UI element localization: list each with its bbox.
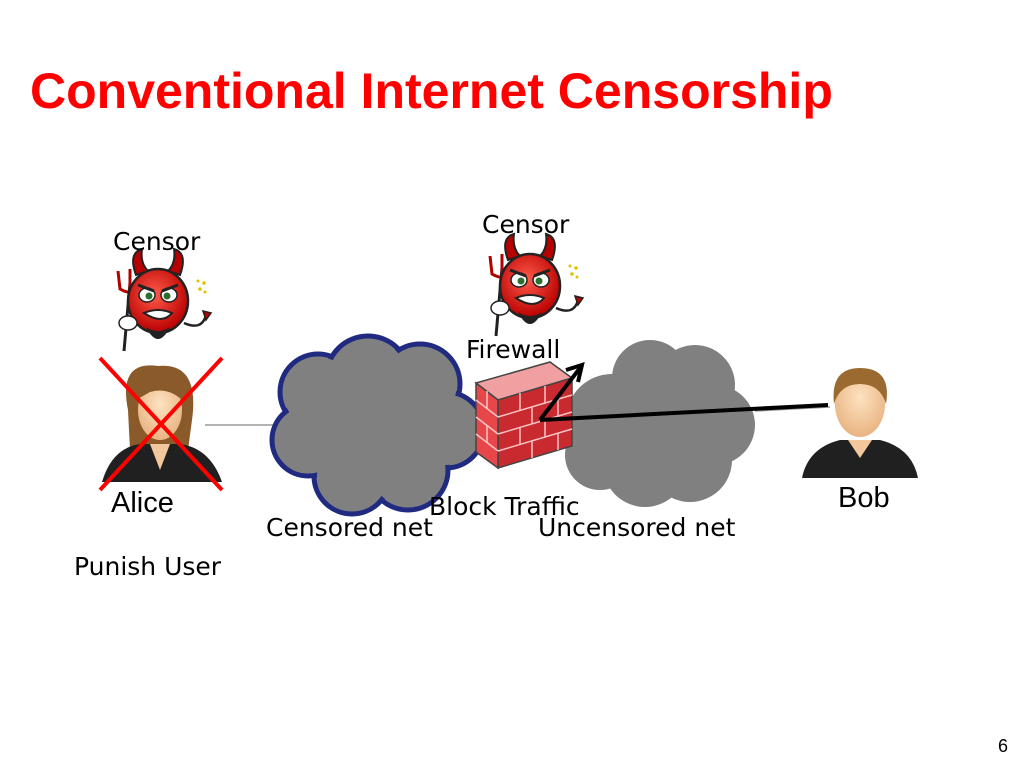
bob-label: Bob bbox=[838, 482, 890, 514]
page-number: 6 bbox=[998, 736, 1009, 756]
uncensored-net-label: Uncensored net bbox=[538, 513, 736, 542]
uncensored-net-cloud-icon bbox=[565, 340, 755, 507]
block-traffic-label: Block Traffic bbox=[429, 492, 580, 521]
censor-left-label: Censor bbox=[113, 227, 201, 256]
alice-label: Alice bbox=[111, 487, 174, 519]
censor-mid-label: Censor bbox=[482, 210, 570, 239]
firewall-label: Firewall bbox=[466, 335, 561, 364]
censor-devil-left-icon bbox=[116, 247, 213, 353]
bob-person-icon bbox=[802, 368, 918, 478]
red-x-icon bbox=[98, 356, 224, 492]
censor-devil-mid-icon bbox=[488, 232, 585, 338]
firewall-icon bbox=[474, 361, 574, 470]
punish-user-label: Punish User bbox=[74, 552, 222, 581]
censored-net-label: Censored net bbox=[266, 513, 433, 542]
slide-title: Conventional Internet Censorship bbox=[30, 63, 833, 119]
censored-net-cloud-icon bbox=[269, 333, 487, 517]
bob-link-line bbox=[754, 406, 831, 412]
block-traffic-arrow bbox=[538, 362, 829, 422]
